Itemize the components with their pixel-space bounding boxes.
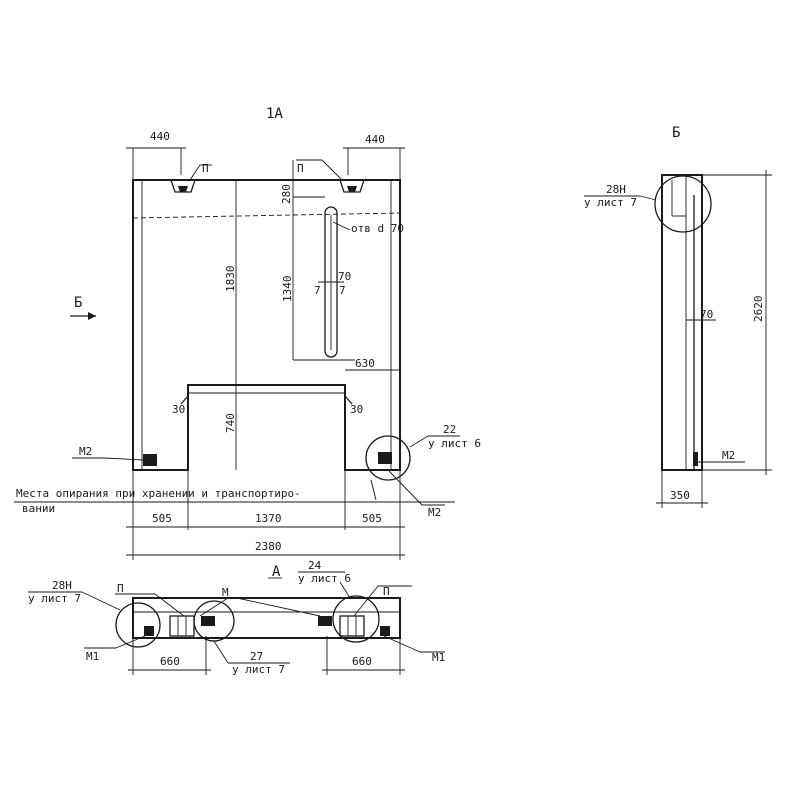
dim-height-total: 1830 bbox=[224, 266, 237, 293]
side-detail-ref: у лист 7 bbox=[584, 196, 637, 209]
dim-bottom-right: 505 bbox=[362, 512, 382, 525]
plan-mark-mid: М bbox=[222, 586, 229, 599]
dim-slot-height: 1340 bbox=[281, 276, 294, 303]
dim-height-top: 280 bbox=[280, 184, 293, 204]
plan-view-title: А bbox=[272, 564, 281, 580]
dim-top-left: 440 bbox=[150, 130, 170, 143]
plan-outline bbox=[132, 597, 401, 639]
plan-dim-left: 660 bbox=[160, 655, 180, 668]
section-mark-right: 7 bbox=[339, 284, 346, 297]
plan-mark-right: М1 bbox=[432, 651, 445, 664]
plan-detail-bottom-ref: у лист 7 bbox=[232, 663, 285, 676]
side-view-title: Б bbox=[672, 125, 680, 141]
plan-detail-top-num: 24 bbox=[308, 559, 322, 572]
main-view-title: 1А bbox=[266, 106, 283, 122]
hole-label: отв d 70 bbox=[351, 222, 404, 235]
detail-num-front: 22 bbox=[443, 423, 456, 436]
section-arrow bbox=[70, 312, 96, 320]
dim-slot-offset: 630 bbox=[355, 357, 375, 370]
dim-slot-width: 70 bbox=[338, 270, 351, 283]
loop-right-label: П bbox=[297, 162, 304, 175]
dim-top-right: 440 bbox=[365, 133, 385, 146]
dim-bottom-left: 505 bbox=[152, 512, 172, 525]
dim-overall: 2380 bbox=[255, 540, 282, 553]
plan-detail-top-ref: у лист 6 bbox=[298, 572, 351, 585]
plan-dim-right: 660 bbox=[352, 655, 372, 668]
side-view: 2620 70 350 28Н у лист 7 М2 bbox=[584, 170, 772, 508]
embedded-plate-right bbox=[378, 452, 392, 464]
dim-chamfer-left: 30 bbox=[172, 403, 185, 416]
support-note-line1: Места опирания при хранении и транспорти… bbox=[16, 487, 301, 500]
loop-left-label: П bbox=[202, 162, 209, 175]
plan-loop-left: П bbox=[117, 582, 124, 595]
dim-chamfer-right: 30 bbox=[350, 403, 363, 416]
side-mark: М2 bbox=[722, 449, 735, 462]
section-mark-left: 7 bbox=[314, 284, 321, 297]
side-dim-width: 350 bbox=[670, 489, 690, 502]
section-arrow-label: Б bbox=[74, 295, 82, 311]
dim-bottom-mid: 1370 bbox=[255, 512, 282, 525]
side-detail-num: 28Н bbox=[606, 183, 626, 196]
mark-left-label: М2 bbox=[79, 445, 92, 458]
side-outline bbox=[661, 174, 703, 471]
support-note-line2: вании bbox=[22, 502, 55, 515]
lifting-loop-left bbox=[170, 164, 212, 193]
plan-detail-left-num: 28Н bbox=[52, 579, 72, 592]
front-view: П П 440 440 280 1830 1340 740 70 bbox=[14, 130, 481, 560]
plan-mark-left: М1 bbox=[86, 650, 99, 663]
side-dim-height: 2620 bbox=[752, 296, 765, 323]
dim-opening-height: 740 bbox=[224, 413, 237, 433]
plan-detail-bottom-num: 27 bbox=[250, 650, 263, 663]
plan-detail-left-ref: у лист 7 bbox=[28, 592, 81, 605]
detail-circle-side bbox=[654, 175, 712, 233]
detail-circle-front bbox=[365, 435, 411, 481]
panel-outline bbox=[132, 179, 401, 471]
plan-view: А 28Н у лист 7 24 у лист 6 П П bbox=[28, 559, 445, 676]
mark-right-label: М2 bbox=[428, 506, 441, 519]
plan-loop-right: П bbox=[383, 585, 390, 598]
embedded-plate-left bbox=[143, 454, 157, 466]
detail-ref-front: у лист 6 bbox=[428, 437, 481, 450]
lifting-loop-right bbox=[296, 159, 365, 193]
side-dim-slot: 70 bbox=[700, 308, 713, 321]
